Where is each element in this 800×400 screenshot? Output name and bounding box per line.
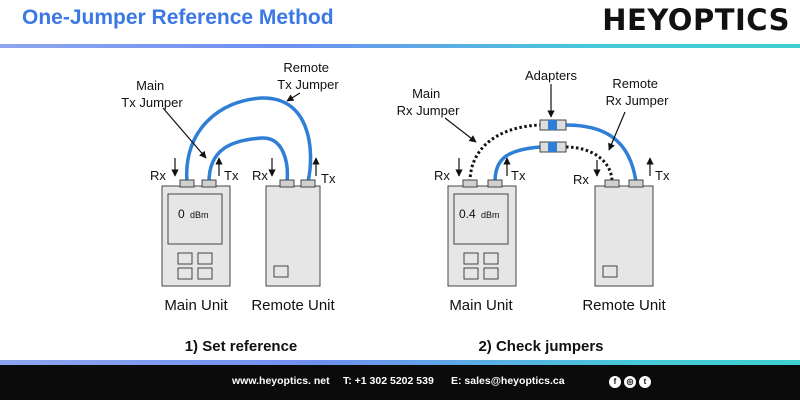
caption-check-jumpers: 2) Check jumpers [478, 338, 603, 355]
main-unit-key [483, 267, 499, 280]
footer-website-link[interactable]: www.heyoptics. net [232, 375, 330, 387]
footer-email-link[interactable]: E: sales@heyoptics.ca [451, 375, 565, 387]
label-tx: Tx [224, 168, 239, 183]
remote-rx-jumper-fiber [565, 145, 614, 183]
main-tx-port [487, 179, 503, 188]
main-unit-display [453, 193, 509, 245]
diagram-set-reference: 0 dBm Main Tx Jumper Remote Tx Jumper Rx… [121, 60, 339, 355]
label-rx: Rx [573, 172, 589, 187]
main-rx-jumper-fiber [468, 123, 541, 183]
remote-unit-label: Remote Unit [251, 297, 335, 314]
adapter-core [548, 142, 557, 152]
label-remote-tx-jumper: Remote Tx Jumper [277, 60, 339, 92]
footer-divider [0, 360, 800, 365]
header-divider [0, 44, 800, 48]
main-unit-key [463, 252, 479, 265]
remote-unit-key [273, 265, 289, 278]
page-title: One-Jumper Reference Method [22, 6, 334, 29]
label-adapters: Adapters [525, 68, 578, 83]
remote-tx-port [300, 179, 316, 188]
main-tx-jumper-fiber [207, 136, 290, 183]
caption-set-reference: 1) Set reference [185, 338, 298, 355]
label-main-rx-jumper: Main Rx Jumper [397, 86, 461, 118]
main-tx-leader [162, 107, 207, 159]
main-unit-reading: 0.4 dBm [459, 207, 500, 221]
main-rx-port [462, 179, 478, 188]
main-unit-key [463, 267, 479, 280]
footer-phone: T: +1 302 5202 539 [343, 375, 434, 387]
remote-tx-port [628, 179, 644, 188]
label-tx: Tx [321, 171, 336, 186]
remote-tx-jumper-fiber [185, 96, 313, 183]
twitter-icon[interactable]: t [639, 376, 651, 388]
jumper-diagram: 0 dBm Main Tx Jumper Remote Tx Jumper Rx… [121, 60, 670, 355]
label-tx: Tx [511, 168, 526, 183]
main-rx-port [179, 179, 195, 188]
main-tx-port [201, 179, 217, 188]
remote-rx-leader [608, 111, 626, 151]
footer-bar: www.heyoptics. net T: +1 302 5202 539 E:… [0, 365, 800, 400]
main-unit-label: Main Unit [164, 297, 228, 314]
remote-tx-leader [286, 92, 301, 102]
remote-tx-jumper-fiber [565, 123, 638, 183]
label-tx: Tx [655, 168, 670, 183]
label-main-tx-jumper: Main Tx Jumper [121, 78, 183, 110]
remote-rx-port [279, 179, 295, 188]
main-unit-key [177, 267, 193, 280]
remote-unit-label: Remote Unit [582, 297, 666, 314]
main-unit-key [177, 252, 193, 265]
main-unit-display [167, 193, 223, 245]
facebook-icon[interactable]: f [609, 376, 621, 388]
brand-logo: HEYOPTICS [602, 3, 790, 37]
instagram-icon[interactable]: ◎ [624, 376, 636, 388]
label-remote-rx-jumper: Remote Rx Jumper [606, 76, 670, 108]
diagram-check-jumpers: 0.4 dBm Main Rx Jumper Adapters Remote R… [397, 68, 670, 355]
label-rx: Rx [252, 168, 268, 183]
main-unit-key [197, 267, 213, 280]
main-unit-key [197, 252, 213, 265]
remote-rx-port [604, 179, 620, 188]
label-rx: Rx [150, 168, 166, 183]
main-unit-label: Main Unit [449, 297, 513, 314]
adapter-core [548, 120, 557, 130]
label-rx: Rx [434, 168, 450, 183]
main-rx-leader [444, 117, 477, 143]
remote-unit-key [602, 265, 618, 278]
main-unit-key [483, 252, 499, 265]
main-unit-reading: 0 dBm [178, 207, 209, 221]
